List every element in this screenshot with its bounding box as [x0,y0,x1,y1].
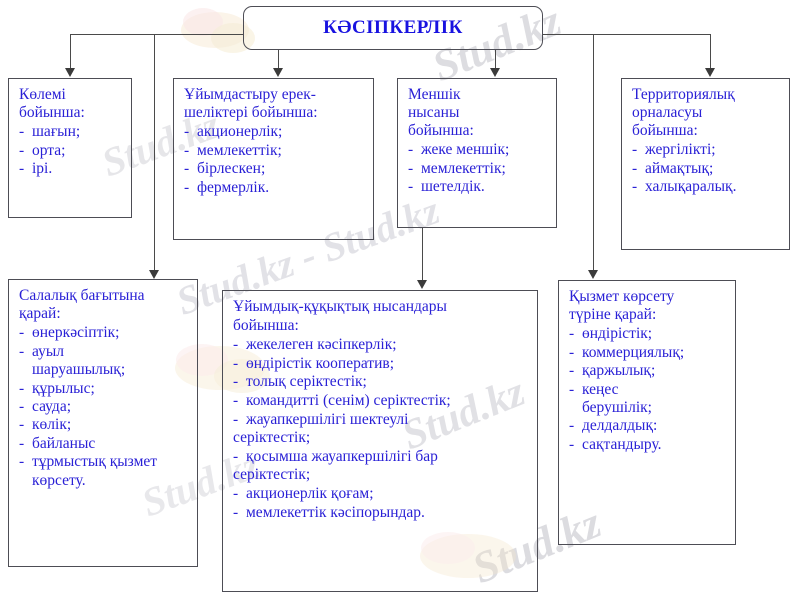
node-service-type-head: Қызмет көрсету түріне қарай: [569,288,727,324]
arrow-to-territory [705,68,715,77]
list-item: өндірістік; [569,325,727,344]
list-item: жауапкершілігі шектеулі [233,411,529,430]
node-branch-list: өнеркәсіптік; ауыл шаруашылық; құрылыс; … [19,324,189,490]
arrow-to-volume [65,68,75,77]
list-item: байланыс [19,435,189,454]
arrow-to-branch [149,270,159,279]
arrow-to-organization [273,68,283,77]
list-item: сауда; [19,398,189,417]
arrow-to-service-type [588,270,598,279]
connector-root-to-organization [278,50,279,70]
connector-bus-left [70,34,244,35]
node-head-line: бойынша: [233,316,299,334]
node-head-line: Меншік [408,86,461,103]
node-head-line: бойынша: [19,104,85,122]
list-item: қаржылық; [569,362,727,381]
list-item: жекелеген кәсіпкерлік; [233,336,529,355]
list-item: өндірістік кооператив; [233,355,529,374]
list-item: ауыл [19,343,189,362]
node-head-line: Ұйымдық-құқықтық нысандары [233,298,447,315]
node-head-line: шеліктері бойынша: [184,104,318,122]
connector-root-to-ownership [495,50,496,70]
list-item: толық серіктестік; [233,373,529,392]
list-item-continuation: шаруашылық; [32,361,126,379]
node-ownership-list: жеке меншік; мемлекеттік; шетелдік. [408,141,548,197]
list-item: құрылыс; [19,380,189,399]
list-item: мемлекеттік; [408,160,548,179]
node-ownership-head: Меншік нысаны бойынша: [408,86,548,140]
list-item: қосымша жауапкершілігі бар [233,448,529,467]
node-head-line: бойынша: [632,122,698,140]
node-organization[interactable]: Ұйымдастыру ерек- шеліктері бойынша: акц… [173,78,374,240]
root-title: КӘСІПКЕРЛІК [323,17,463,38]
list-item-continuation: көрсету. [32,471,86,489]
connector-root-to-territory [710,34,711,70]
node-legal-form-list: жекелеген кәсіпкерлік; өндірістік коопер… [233,336,529,522]
list-item: тұрмыстық қызмет [19,453,189,472]
list-item: сақтандыру. [569,436,727,455]
list-item: өнеркәсіптік; [19,324,189,343]
node-head-line: түріне қарай: [569,306,657,324]
arrow-to-legal-form [417,280,427,289]
node-head-line: Ұйымдастыру ерек- [184,86,316,103]
root-node-kasipkerlik[interactable]: КӘСІПКЕРЛІК [243,6,543,50]
node-head-line: Территориялық [632,86,735,103]
list-item: орта; [19,142,123,161]
node-service-type-list: өндірістік; коммерциялық; қаржылық; кеңе… [569,325,727,455]
list-item: мемлекеттік; [184,142,365,161]
list-item: халықаралық. [632,178,781,197]
connector-root-to-volume [70,34,71,70]
list-item: кеңес [569,381,727,400]
node-legal-form-head: Ұйымдық-құқықтық нысандары бойынша: [233,298,529,335]
node-volume-list: шағын; орта; ірі. [19,123,123,179]
node-head-line: Қызмет көрсету [569,288,675,305]
list-item: шетелдік. [408,178,548,197]
node-head-line: нысаны [408,104,460,122]
node-volume[interactable]: Көлемі бойынша: шағын; орта; ірі. [8,78,132,218]
node-head-line: қарай: [19,305,61,323]
connector-bus-right [543,34,711,35]
list-item: бірлескен; [184,160,365,179]
node-head-line: орналасуы [632,104,703,122]
list-item: мемлекеттік кәсіпорындар. [233,504,529,523]
connector-bus-to-service-type [593,34,594,272]
node-volume-head: Көлемі бойынша: [19,86,123,122]
list-item: аймақтық; [632,160,781,179]
list-item: делдалдық: [569,417,727,436]
list-item: ірі. [19,160,123,179]
node-territory-head: Территориялық орналасуы бойынша: [632,86,781,140]
list-item: фермерлік. [184,179,365,198]
list-item: акционерлік қоғам; [233,485,529,504]
node-branch[interactable]: Салалық бағытына қарай: өнеркәсіптік; ау… [8,279,198,567]
list-item: көлік; [19,416,189,435]
node-ownership[interactable]: Меншік нысаны бойынша: жеке меншік; мемл… [397,78,557,228]
connector-bus-to-branch [154,34,155,272]
node-head-line: Көлемі [19,86,66,103]
list-item-continuation: серіктестік; [233,429,311,447]
node-head-line: бойынша: [408,122,474,140]
list-item: коммерциялық; [569,344,727,363]
connector-ownership-to-legal-form [422,228,423,282]
list-item-continuation: берушілік; [582,399,652,416]
node-legal-form[interactable]: Ұйымдық-құқықтық нысандары бойынша: жеке… [222,290,538,592]
list-item-continuation: серіктестік; [233,466,311,484]
arrow-to-ownership [490,68,500,77]
node-organization-list: акционерлік; мемлекеттік; бірлескен; фер… [184,123,365,197]
list-item: командитті (сенім) серіктестік; [233,392,529,411]
list-item: шағын; [19,123,123,142]
list-item: жеке меншік; [408,141,548,160]
node-head-line: Салалық бағытына [19,287,145,304]
list-item: жергілікті; [632,141,781,160]
list-item: акционерлік; [184,123,365,142]
node-territory-list: жергілікті; аймақтық; халықаралық. [632,141,781,197]
node-branch-head: Салалық бағытына қарай: [19,287,189,323]
node-territory[interactable]: Территориялық орналасуы бойынша: жергілі… [621,78,790,250]
node-organization-head: Ұйымдастыру ерек- шеліктері бойынша: [184,86,365,122]
node-service-type[interactable]: Қызмет көрсету түріне қарай: өндірістік;… [558,280,736,545]
